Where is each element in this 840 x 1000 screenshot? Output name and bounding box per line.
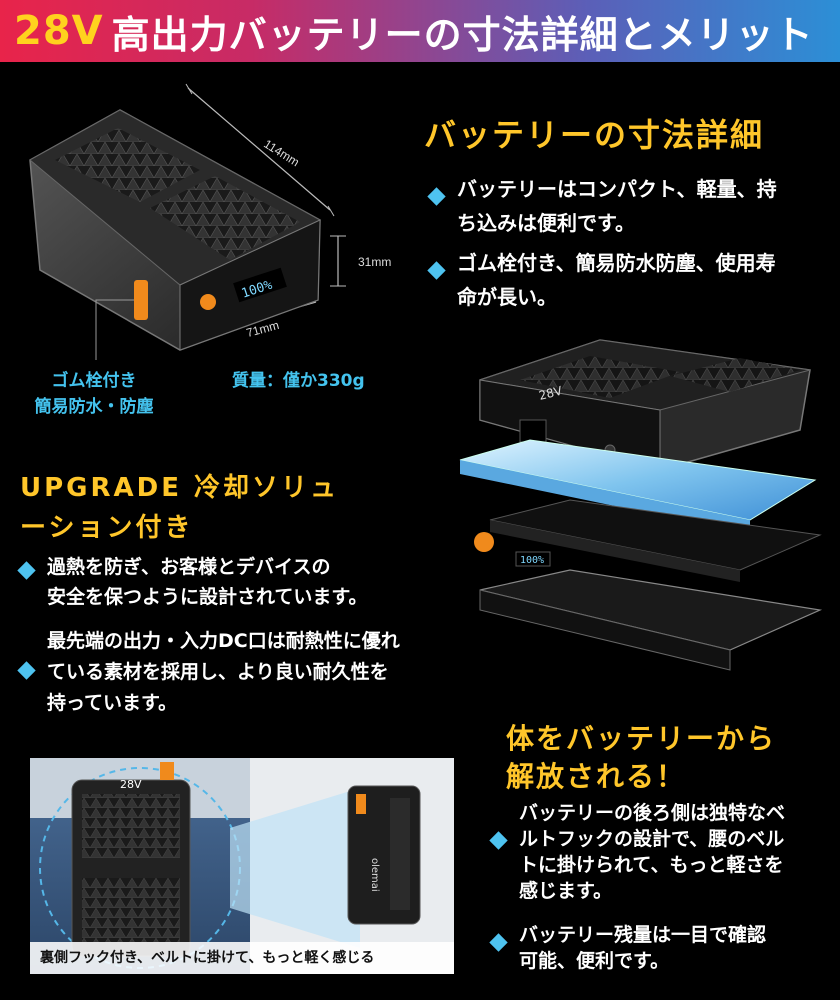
section1-bullet-1-line1: バッテリーはコンパクト、軽量、持 — [457, 177, 777, 201]
section2-bullet-1: 過熱を防ぎ、お客様とデバイスの 安全を保つように設計されています。 — [17, 552, 440, 612]
diamond-bullet-icon — [17, 661, 36, 680]
exploded-voltage-label: 28V — [537, 383, 564, 402]
section1-bullet-1: バッテリーはコンパクト、軽量、持 ち込みは便利です。 — [427, 172, 830, 240]
rubber-plug-caption: ゴム栓付き 簡易防水・防塵 — [14, 368, 174, 420]
header-title: 高出力バッテリーの寸法詳細とメリット — [111, 12, 814, 57]
section3-title-line1: 体をバッテリーから — [506, 722, 777, 755]
section3-bullet-2-line2: 可能、便利です。 — [519, 950, 670, 972]
section3-bullet-1-line1: バッテリーの後ろ側は独特なベ — [519, 802, 786, 824]
section1-title: バッテリーの寸法詳細 — [424, 116, 765, 154]
dimension-height: 31mm — [358, 255, 392, 269]
belt-photo-panel: 28V olemai 裏側フック付き、ベルトに掛けて、もっと軽く感じる — [30, 758, 454, 974]
section1-bullet-1-line2: ち込みは便利です。 — [457, 211, 635, 235]
battery-top-illustration: 100% — [29, 83, 346, 360]
section2-bullet-2: 最先端の出力・入力DC口は耐熱性に優れ ている素材を採用し、より良い耐久性を 持… — [17, 626, 440, 719]
weight-caption: 質量：僅か330g — [232, 371, 365, 391]
battery-exploded-illustration: 28V 100% — [459, 339, 823, 671]
svg-text:100%: 100% — [520, 555, 544, 566]
section3-bullet-1-line2: ルトフックの設計で、腰のベル — [519, 828, 785, 850]
photo-voltage-label: 28V — [120, 778, 142, 791]
section2-title-line2: ーション付き — [20, 513, 194, 543]
diamond-bullet-icon — [427, 187, 446, 206]
section3-bullet-1: バッテリーの後ろ側は独特なベ ルトフックの設計で、腰のベル トに掛けられて、もっ… — [489, 800, 832, 904]
section2-bullet-2-line2: ている素材を採用し、より良い耐久性を — [47, 661, 389, 683]
section3-title-line2: 解放される！ — [506, 760, 687, 793]
photo-caption: 裏側フック付き、ベルトに掛けて、もっと軽く感じる — [30, 942, 454, 974]
section1-bullet-2-line2: 命が長い。 — [457, 285, 557, 309]
section3-bullet-1-line3: トに掛けられて、もっと軽さを — [519, 854, 784, 876]
diamond-bullet-icon — [17, 561, 36, 580]
section3-bullet-2: バッテリー残量は一目で確認 可能、便利です。 — [489, 922, 832, 974]
section2-bullet-1-line2: 安全を保つように設計されています。 — [47, 586, 368, 608]
section3-bullet-1-line4: 感じます。 — [519, 880, 613, 902]
photo-brand-label: olemai — [369, 858, 380, 892]
rubber-plug-caption-line1: ゴム栓付き — [51, 371, 137, 391]
header-banner: 28V 高出力バッテリーの寸法詳細とメリット — [0, 0, 840, 62]
belt-photo-illustration: 28V olemai — [30, 758, 454, 974]
section3-bullet-2-line1: バッテリー残量は一目で確認 — [519, 924, 767, 946]
section3-title: 体をバッテリーから 解放される！ — [506, 720, 826, 796]
section1-bullet-2: ゴム栓付き、簡易防水防塵、使用寿 命が長い。 — [427, 246, 830, 314]
section2-bullet-1-line1: 過熱を防ぎ、お客様とデバイスの — [47, 556, 331, 578]
diamond-bullet-icon — [427, 261, 446, 280]
header-voltage: 28V — [14, 8, 104, 54]
diamond-bullet-icon — [489, 831, 508, 850]
section1-bullet-2-line1: ゴム栓付き、簡易防水防塵、使用寿 — [457, 251, 776, 275]
diamond-bullet-icon — [489, 933, 508, 952]
section2-title-line1: UPGRADE 冷却ソリュ — [20, 473, 340, 503]
section2-bullet-2-line3: 持っています。 — [47, 692, 178, 714]
rubber-plug-caption-line2: 簡易防水・防塵 — [34, 397, 154, 417]
section2-bullet-2-line1: 最先端の出力・入力DC口は耐熱性に優れ — [47, 630, 400, 652]
section2-title: UPGRADE 冷却ソリュ ーション付き — [20, 468, 400, 548]
